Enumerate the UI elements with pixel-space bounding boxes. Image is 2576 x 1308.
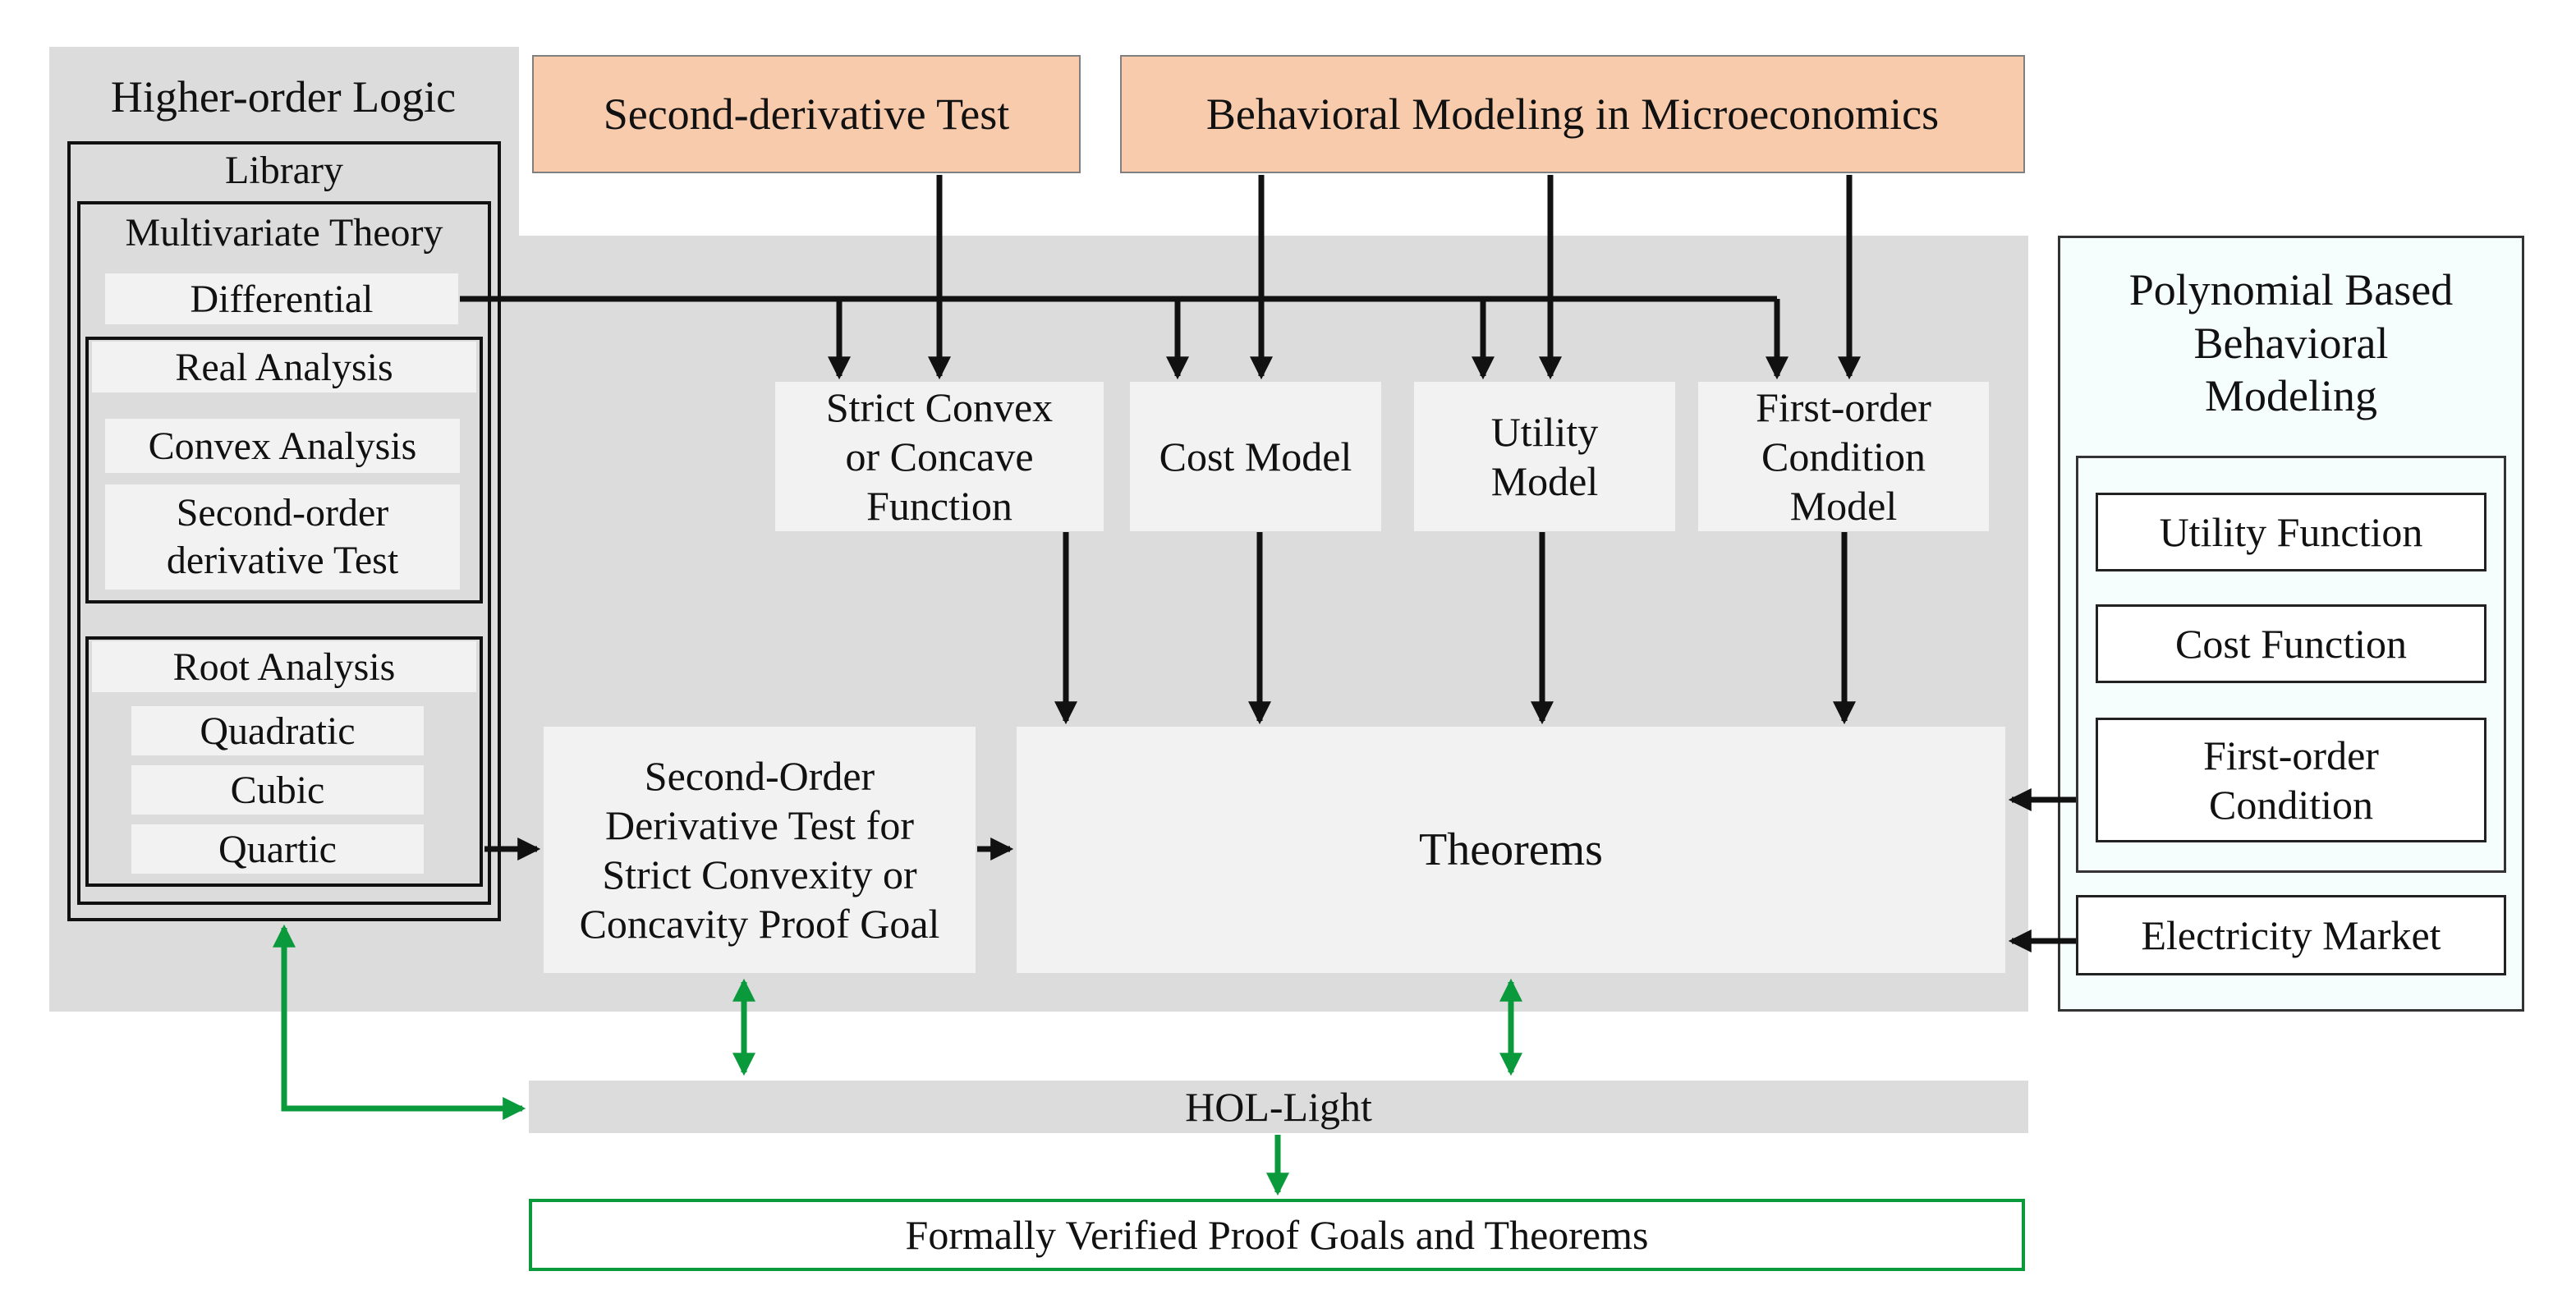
convex-analysis-box: Convex Analysis (105, 419, 460, 473)
theorems-box: Theorems (1017, 727, 2005, 973)
library-label: Library (225, 148, 343, 192)
strict-convex-box: Strict Convex or Concave Function (775, 382, 1104, 531)
utility-model-box: Utility Model (1414, 382, 1675, 531)
cubic-box: Cubic (131, 765, 424, 815)
library-box (67, 141, 501, 921)
differential-box: Differential (105, 273, 458, 324)
input-connectors (928, 175, 1861, 380)
horizontal-connectors (484, 788, 2076, 952)
hol-light-bar: HOL-Light (529, 1081, 2028, 1133)
quartic-box: Quartic (131, 824, 424, 874)
proof-goal-box: Second-Order Derivative Test for Strict … (544, 727, 976, 973)
verified-output-box: Formally Verified Proof Goals and Theore… (529, 1199, 2025, 1271)
root-analysis-box (85, 636, 483, 887)
first-order-condition-box: First-order Condition (2096, 718, 2486, 842)
root-analysis-label: Root Analysis (92, 641, 476, 692)
second-derivative-test-input: Second-derivative Test (532, 55, 1081, 173)
hol-light-connectors (273, 924, 1522, 1196)
model-to-theorem-connectors (1054, 532, 1856, 725)
real-analysis-label: Real Analysis (92, 342, 476, 392)
differential-connector (460, 296, 1789, 380)
behavioral-modeling-input: Behavioral Modeling in Microeconomics (1120, 55, 2025, 173)
polynomial-title: Polynomial Based Behavioral Modeling (2128, 264, 2454, 421)
electricity-market-box: Electricity Market (2076, 895, 2506, 975)
cost-function-box: Cost Function (2096, 604, 2486, 683)
first-order-model-box: First-order Condition Model (1698, 382, 1989, 531)
cost-model-box: Cost Model (1130, 382, 1381, 531)
real-analysis-box (85, 337, 483, 604)
quadratic-box: Quadratic (131, 706, 424, 755)
second-order-test-box: Second-order derivative Test (105, 484, 460, 590)
multivariate-box (77, 201, 491, 905)
multivariate-label: Multivariate Theory (125, 210, 443, 255)
hol-title: Higher-order Logic (110, 71, 457, 122)
utility-function-box: Utility Function (2096, 493, 2486, 571)
polynomial-functions-group (2076, 456, 2506, 873)
